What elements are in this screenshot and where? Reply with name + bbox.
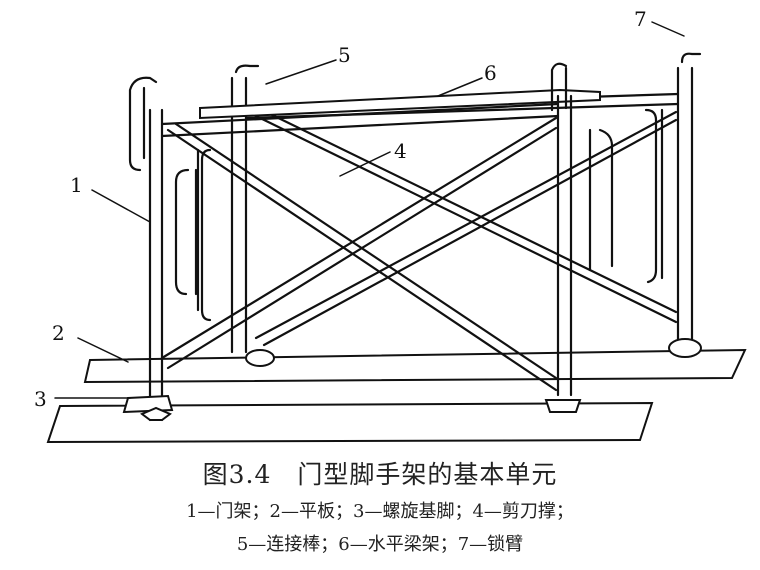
label-4: 4 <box>394 139 407 163</box>
label-3: 3 <box>34 387 47 411</box>
label-1: 1 <box>70 173 83 197</box>
figure-legend-line-1: 1—门架；2—平板；3—螺旋基脚；4—剪刀撑； <box>186 501 574 522</box>
leader-lines <box>54 21 685 399</box>
front-door-frame <box>122 62 614 422</box>
back-plank <box>83 348 747 384</box>
label-5: 5 <box>338 43 351 67</box>
scaffold-drawing: 1 2 3 4 5 6 7 <box>34 7 747 444</box>
figure-legend-line-2: 5—连接棒；6—水平梁架；7—锁臂 <box>236 534 524 555</box>
back-door-frame <box>196 52 702 367</box>
label-6: 6 <box>484 61 497 85</box>
label-7: 7 <box>634 7 647 31</box>
label-2: 2 <box>52 321 65 345</box>
figure-caption-title: 图3.4 门型脚手架的基本单元 <box>202 460 558 489</box>
front-plank <box>46 401 654 444</box>
horizontal-beam <box>199 88 601 120</box>
